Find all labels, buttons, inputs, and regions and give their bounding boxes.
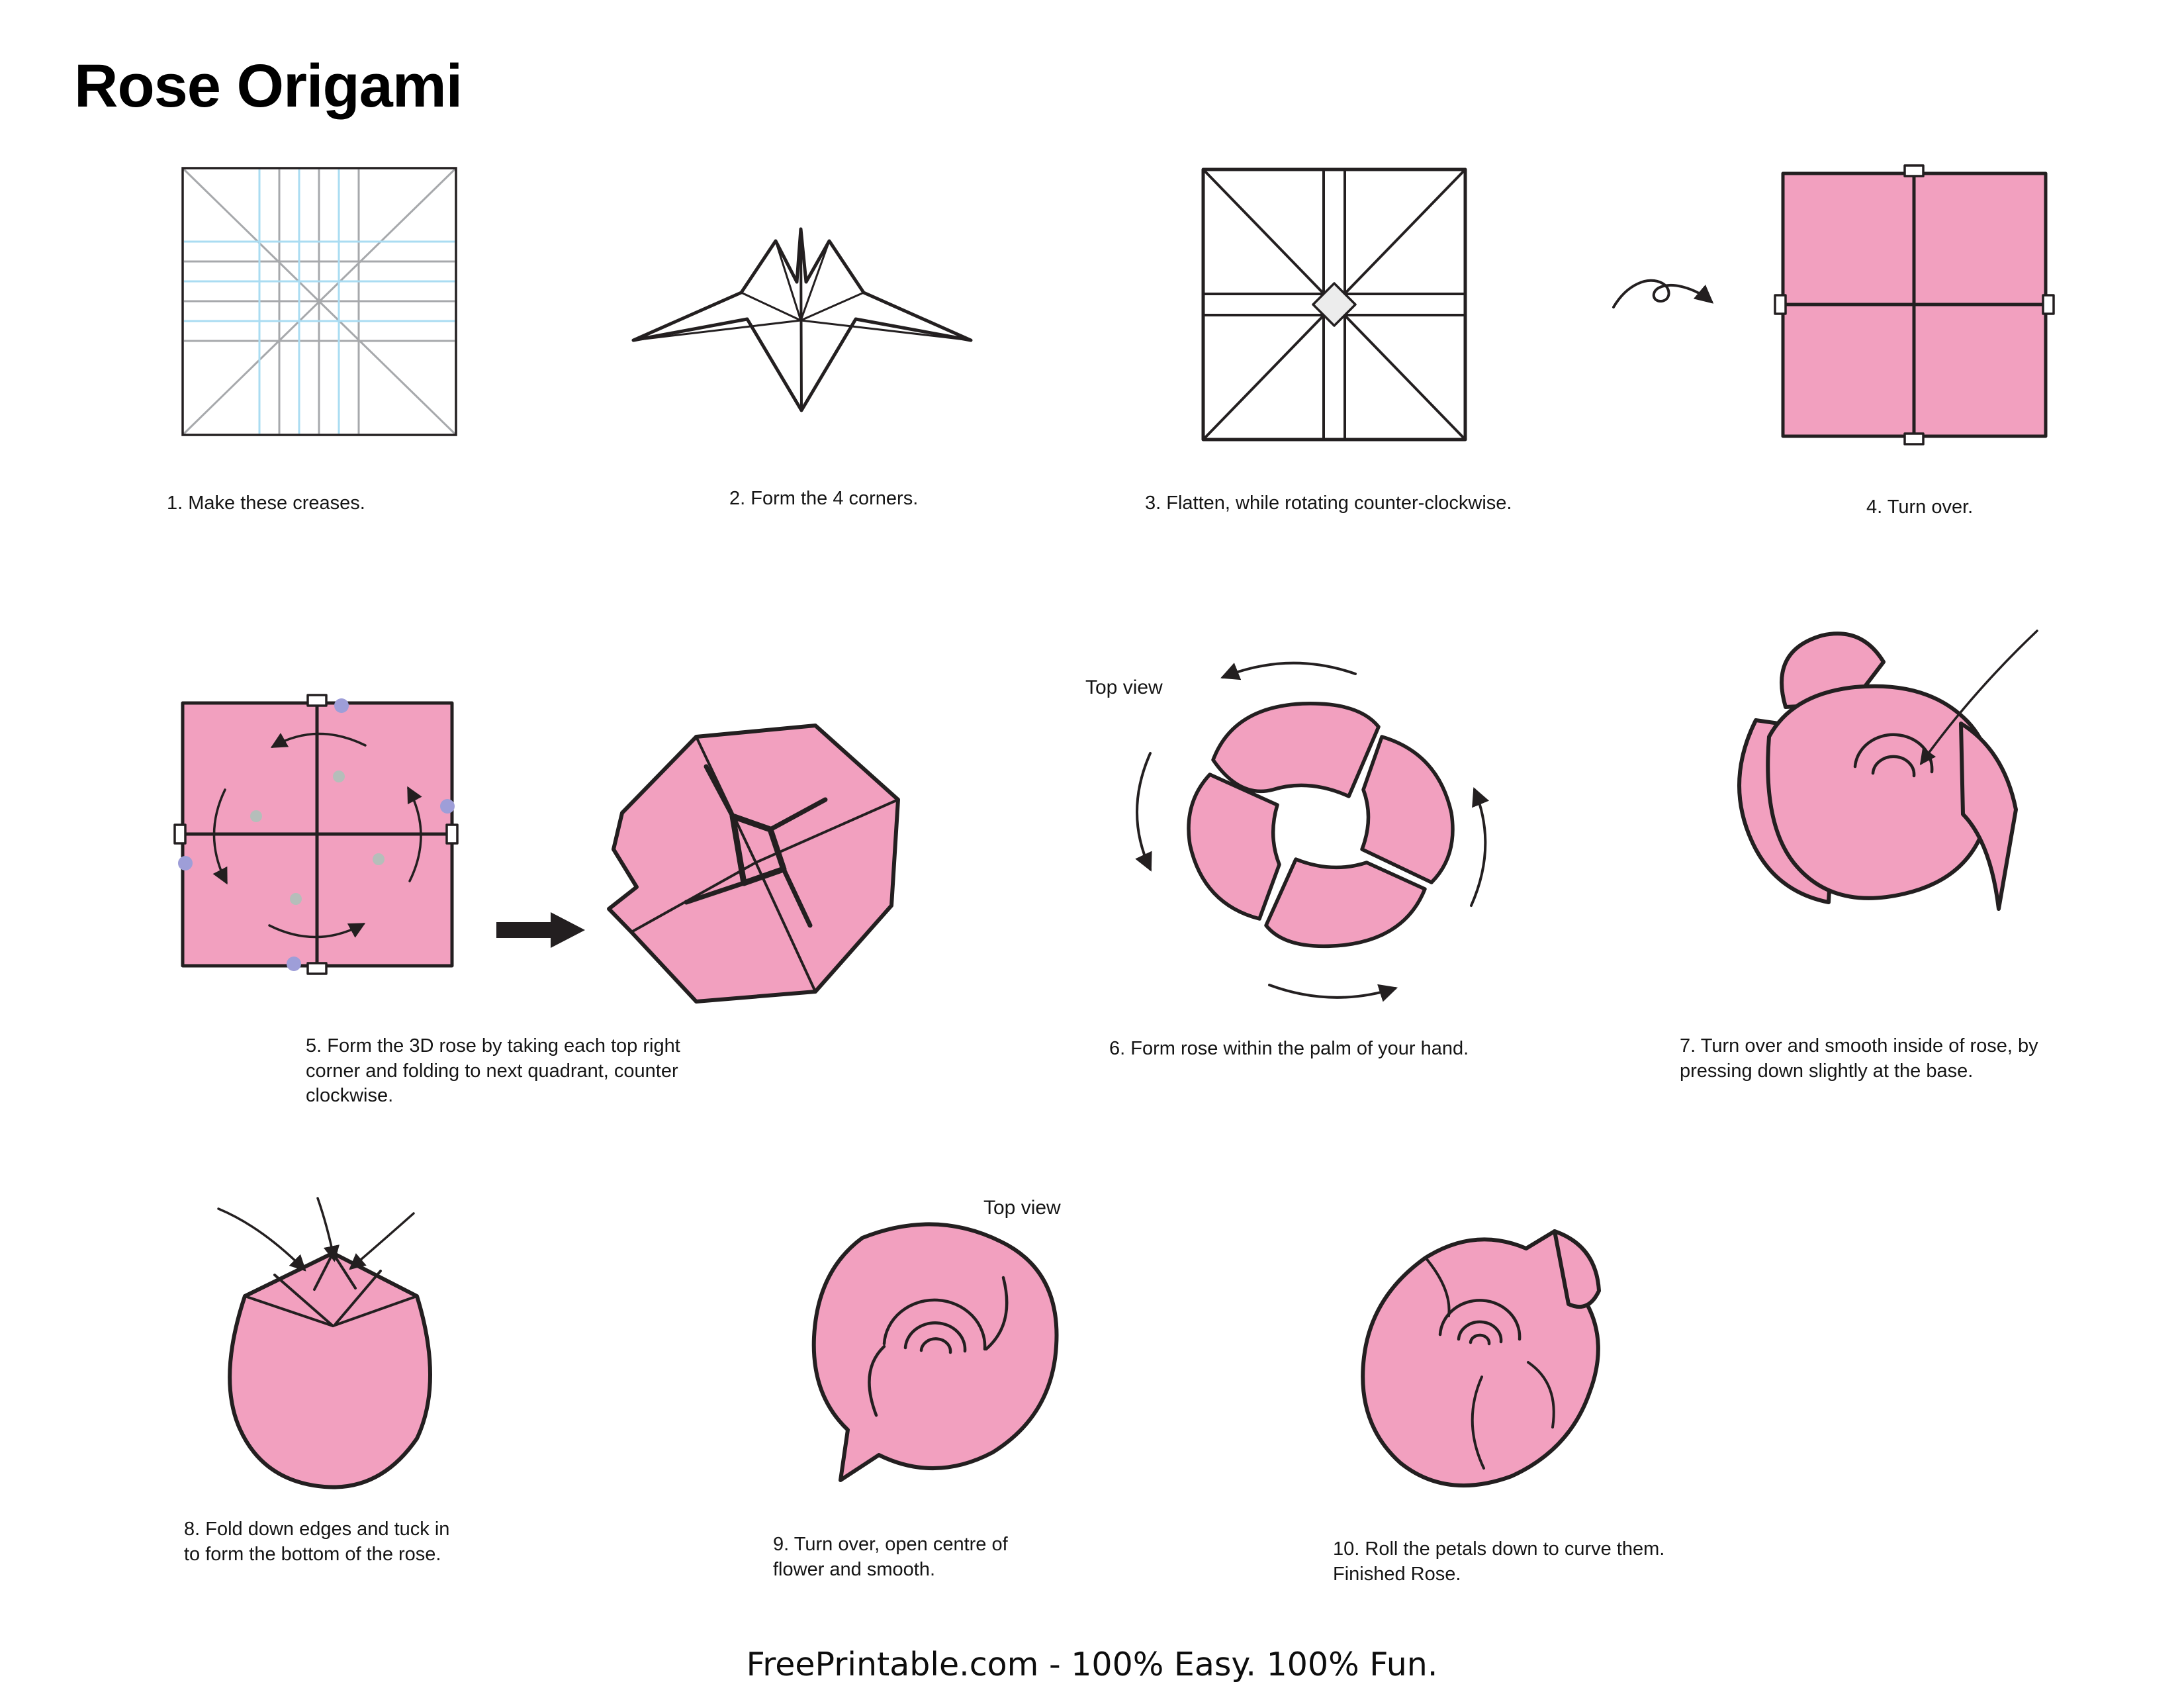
loop-arrow bbox=[1612, 279, 1714, 308]
rose-side-view bbox=[1737, 630, 2038, 911]
edge-tabs bbox=[1774, 164, 2055, 445]
edge-tabs bbox=[173, 694, 459, 975]
solid-arrow bbox=[496, 912, 585, 948]
rose-spiral-top-view bbox=[811, 1222, 1059, 1482]
step-9-caption: 9. Turn over, open centre of flower and … bbox=[773, 1534, 1008, 1580]
center-creases bbox=[181, 701, 454, 968]
step-3-caption: 3. Flatten, while rotating counter-clock… bbox=[1145, 492, 1512, 514]
spiral-creases bbox=[868, 1276, 1009, 1417]
step-9-diagram bbox=[780, 1197, 1084, 1501]
center-pinwheel bbox=[684, 764, 828, 928]
flower-outline bbox=[811, 1222, 1059, 1482]
press-arrow-icon bbox=[1919, 630, 2038, 765]
step-2-caption: 2. Form the 4 corners. bbox=[729, 488, 919, 509]
bottom-outline bbox=[228, 1251, 432, 1489]
step-2-diagram bbox=[619, 213, 983, 428]
top-view-label-step-6: Top view bbox=[1085, 677, 1163, 698]
fold-arrows-icon bbox=[217, 1197, 415, 1272]
step-6-caption: 6. Form rose within the palm of your han… bbox=[1109, 1038, 1469, 1059]
step-8-diagram bbox=[182, 1190, 483, 1508]
step-4-caption: 4. Turn over. bbox=[1866, 496, 1974, 518]
finished-rose bbox=[1361, 1229, 1601, 1487]
blue-creases bbox=[184, 169, 455, 434]
step-7-diagram bbox=[1693, 614, 2050, 959]
right-flap bbox=[1959, 722, 2018, 911]
step-3-diagram bbox=[1199, 165, 1469, 444]
turn-over-arrow-icon bbox=[1607, 270, 1723, 316]
hand-rotation-arrows-icon bbox=[1135, 661, 1490, 1002]
rotation-arrows-icon bbox=[212, 732, 422, 939]
corner-dots bbox=[178, 698, 455, 971]
center-diamond bbox=[1312, 282, 1357, 327]
transition-arrow-icon bbox=[496, 911, 586, 949]
step-5-diagram bbox=[173, 694, 461, 975]
main-cup bbox=[1766, 684, 1993, 900]
pink-square bbox=[1774, 164, 2055, 445]
step-4-diagram bbox=[1774, 164, 2055, 445]
step-5-result-diagram bbox=[597, 707, 915, 1015]
step-5-caption: 5. Form the 3D rose by taking each top r… bbox=[306, 1035, 680, 1107]
step-8-caption: 8. Fold down edges and tuck in to form t… bbox=[184, 1519, 450, 1565]
step-1-caption: 1. Make these creases. bbox=[167, 492, 365, 514]
spiral-creases bbox=[1438, 1299, 1522, 1346]
rose-bottom-view bbox=[217, 1197, 432, 1489]
page-title: Rose Origami bbox=[74, 52, 463, 120]
flatten-square bbox=[1201, 167, 1467, 442]
rose-3d-shape bbox=[607, 724, 900, 1004]
step-6-diagram bbox=[1071, 628, 1547, 1031]
step-10-caption: 10. Roll the petals down to curve them. … bbox=[1333, 1538, 1665, 1585]
center-creases bbox=[1781, 171, 2048, 438]
footer-text: FreePrintable.com - 100% Easy. 100% Fun. bbox=[746, 1646, 1438, 1683]
step-1-diagram bbox=[179, 164, 460, 439]
star-creases bbox=[632, 228, 972, 412]
rotation-square bbox=[173, 694, 459, 975]
top-view-label-step-9: Top view bbox=[983, 1197, 1061, 1219]
gray-creases bbox=[183, 168, 456, 435]
rose-top-view bbox=[1135, 661, 1490, 1002]
petals bbox=[1187, 702, 1455, 949]
step-10-diagram bbox=[1326, 1203, 1614, 1518]
petal-creases bbox=[1424, 1256, 1555, 1470]
square-outline bbox=[181, 167, 457, 436]
step-7-caption: 7. Turn over and smooth inside of rose, … bbox=[1680, 1035, 2038, 1082]
corner-fold-shape bbox=[631, 227, 973, 412]
crease-pattern-square bbox=[181, 167, 457, 436]
rolled-petal bbox=[1553, 1229, 1601, 1309]
